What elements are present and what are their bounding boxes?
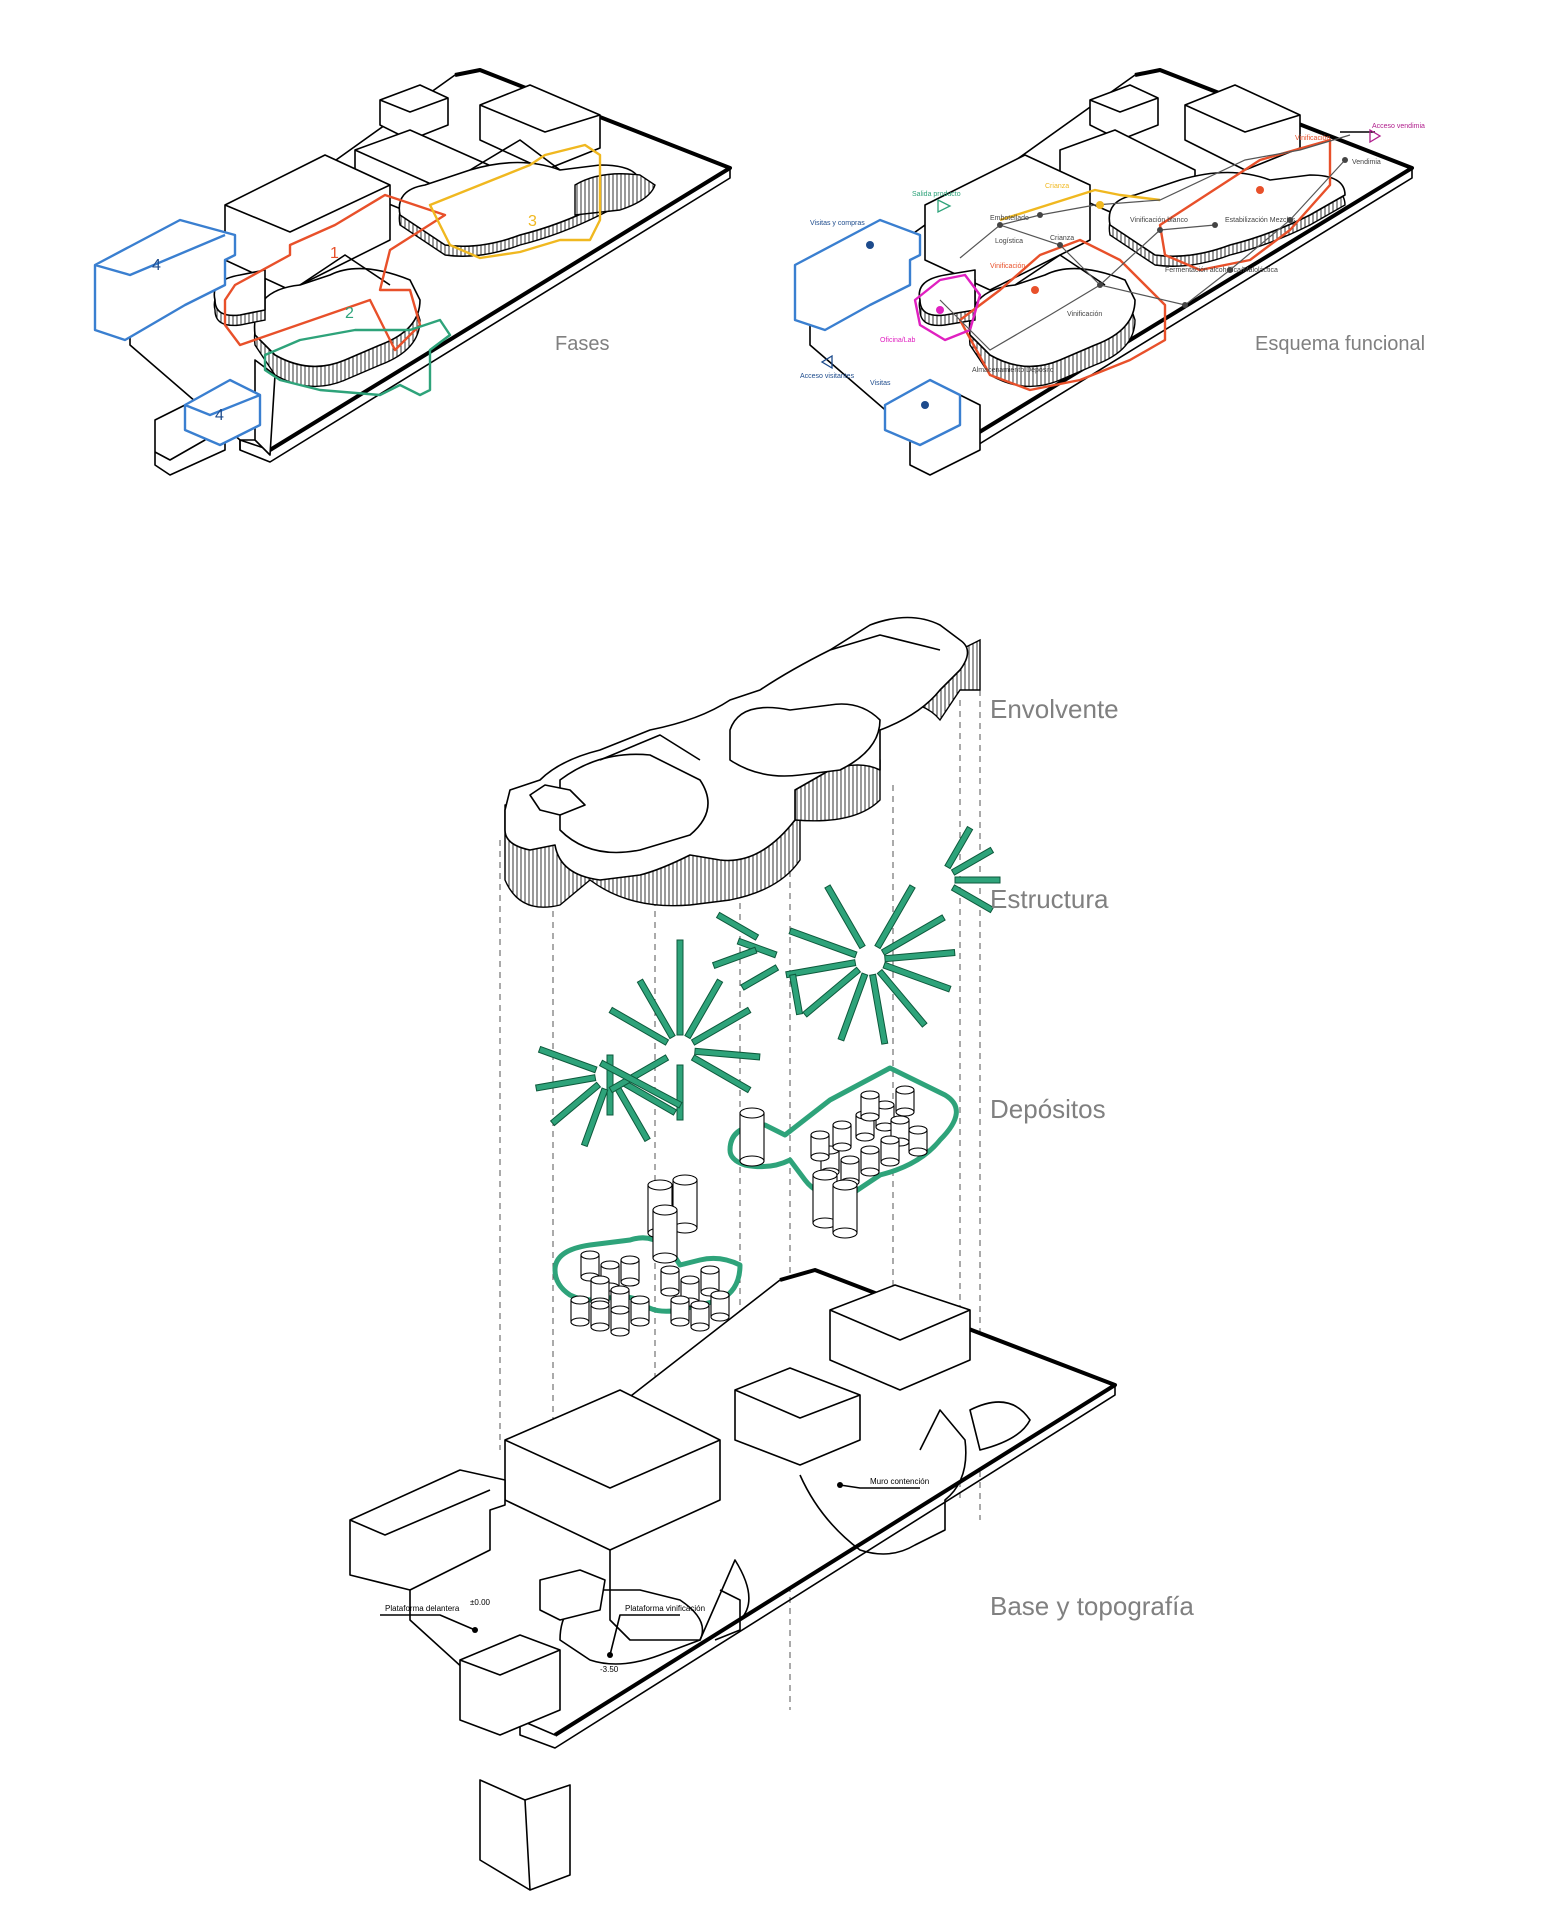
annotation-plataforma-vinificacion: Plataforma vinificación <box>625 1604 705 1613</box>
phase-4-buildings <box>93 218 262 447</box>
layer-estructura: Estructura <box>535 825 1109 1148</box>
functional-outlines <box>793 138 1332 447</box>
layer-depositos: Depósitos <box>552 1065 1106 1337</box>
roof-envelope-esquema <box>918 171 1346 388</box>
phase-4b-label: 4 <box>215 407 224 424</box>
phase-number-labels: 1 2 3 4 4 <box>152 213 537 424</box>
esquema-panel: Acceso vendimia Vinificación Vendimia Sa… <box>793 68 1425 476</box>
label-salida-producto: Salida producto <box>912 191 961 198</box>
layer-base: Muro contención Plataforma delantera ±0.… <box>349 1268 1194 1891</box>
label-vendimia: Vendimia <box>1352 159 1381 166</box>
phase-3-outline <box>428 143 602 260</box>
layer-label-base: Base y topografía <box>990 1591 1194 1621</box>
annotation-cota-0: ±0.00 <box>470 1598 491 1607</box>
label-visitas-compras: Visitas y compras <box>810 220 865 227</box>
layer-label-depositos: Depósitos <box>990 1094 1106 1124</box>
structure-tree-left <box>535 939 761 1148</box>
layer-envolvente: Envolvente <box>504 616 1119 908</box>
annotation-cota-350: -3.50 <box>600 1665 619 1674</box>
exploded-panel: Envolvente <box>349 616 1194 1891</box>
phase-2-outline <box>263 318 452 397</box>
structure-tree-right <box>711 825 1001 1045</box>
label-fermentacion: Fermentación alcohólica/Maloláctica <box>1165 267 1278 274</box>
phase-1-label: 1 <box>330 245 339 262</box>
flow-lines <box>866 134 1351 409</box>
tanks-left <box>570 1174 730 1337</box>
annotation-muro: Muro contención <box>870 1477 929 1486</box>
base-annotations: Muro contención Plataforma delantera ±0.… <box>380 1477 929 1674</box>
label-crianza: Crianza <box>1050 235 1074 242</box>
tanks-right <box>739 1085 928 1239</box>
layer-label-envolvente: Envolvente <box>990 694 1119 724</box>
phase-3-label: 3 <box>528 213 537 230</box>
label-acceso-vendimia: Acceso vendimia <box>1372 123 1425 130</box>
label-crianza-top: Crianza <box>1045 183 1069 190</box>
label-oficina-lab: Oficina/Lab <box>880 337 916 344</box>
label-logistica: Logística <box>995 238 1023 245</box>
label-embotellado: Embotellado <box>990 215 1029 222</box>
phase-2-label: 2 <box>345 305 354 322</box>
label-almacen: Almacenamiento Depósito <box>972 367 1054 374</box>
fases-panel: 1 2 3 4 4 Fases <box>93 68 732 476</box>
label-vinificacion-top: Vinificación <box>1295 135 1330 142</box>
label-visitas: Visitas <box>870 380 891 387</box>
label-acceso-visitantes: Acceso visitantes <box>800 373 855 380</box>
esquema-labels: Acceso vendimia Vinificación Vendimia Sa… <box>800 123 1425 387</box>
esquema-title: Esquema funcional <box>1255 333 1425 355</box>
label-vinificacion-blanco: Vinificación blanco <box>1130 217 1188 224</box>
background-buildings-esquema <box>909 84 1301 476</box>
phase-4a-label: 4 <box>152 257 161 274</box>
phase-1-outline <box>223 193 447 352</box>
label-vinificacion-low: Vinificación <box>1067 311 1102 318</box>
label-estabilizacion: Estabilización Mezclas <box>1225 217 1296 224</box>
annotation-plataforma-delantera: Plataforma delantera <box>385 1604 460 1613</box>
label-vinificacion-mid: Vinificación <box>990 263 1025 270</box>
layer-label-estructura: Estructura <box>990 884 1109 914</box>
fases-title: Fases <box>555 333 609 355</box>
